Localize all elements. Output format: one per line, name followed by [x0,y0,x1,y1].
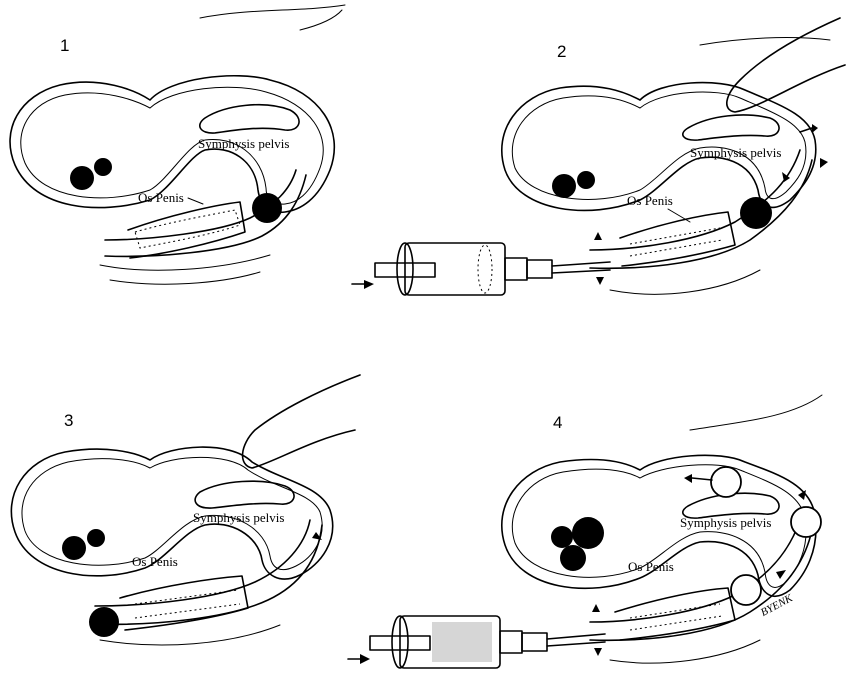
symphysis-pelvis-label: Symphysis pelvis [198,136,289,151]
os-penis-label: Os Penis [138,190,184,205]
panel-1-number: 1 [60,36,69,55]
calculus [87,529,105,547]
flow-arrow-head [812,124,818,133]
symphysis-pelvis-bone [683,115,779,140]
penile-sheath [120,576,248,630]
syringe-hub [500,631,522,653]
syringe-hub [505,258,527,280]
syringe-plunger [478,245,492,293]
flow-arrow-head [776,570,786,579]
urethral-calculus [740,197,772,229]
os-penis-label: Os Penis [132,554,178,569]
urethra [590,160,812,268]
panel-2: 2 Symphysis pelvis Os Penis [352,18,845,295]
symphysis-pelvis-label: Symphysis pelvis [193,510,284,525]
skin-line [690,395,822,430]
os-penis-label: Os Penis [628,559,674,574]
skin-fold [100,625,280,645]
moving-calculus [711,467,741,497]
finger [243,375,360,468]
os-penis-label: Os Penis [627,193,673,208]
pressure-arrow [596,277,604,285]
skin-fold [610,640,760,663]
skin-fold [610,270,760,294]
calculus [552,174,576,198]
skin-line [200,5,345,18]
urethra [95,525,322,624]
calculus [572,517,604,549]
symphysis-pelvis-label: Symphysis pelvis [680,515,771,530]
urethral-calculus [252,193,282,223]
urethral-calculus [89,607,119,637]
syringe [352,243,610,295]
calculus [70,166,94,190]
panel-2-number: 2 [557,42,566,61]
flow-arrow [800,128,812,132]
catheter [630,240,722,256]
moving-calculus [791,507,821,537]
skin-fold [100,255,270,270]
pressure-arrow [592,604,600,612]
syringe-hub [522,633,547,651]
calculus [551,526,573,548]
finger [727,18,845,112]
calculus [577,171,595,189]
urethra [590,530,812,640]
panel-4: 4 Symphysis pelvis Os Penis [348,395,822,668]
syringe-fluid [432,622,492,662]
moving-calculus [731,575,761,605]
panel-3: 3 Symphysis pelvis Os Penis [11,375,360,645]
panel-4-number: 4 [553,413,562,432]
panel-1: 1 Symphysis pelvis Os Penis [10,5,345,284]
pressure-arrow [594,648,602,656]
urethra [590,150,800,250]
flow-arrow-head [684,474,692,483]
skin-fold [110,272,260,284]
calculus [62,536,86,560]
symphysis-pelvis-label: Symphysis pelvis [690,145,781,160]
calculus [94,158,112,176]
syringe [348,616,605,668]
skin-line [300,10,342,30]
flow-arrow [692,478,712,480]
symphysis-pelvis-bone [200,105,299,133]
penile-sheath [620,212,735,266]
penile-sheath [128,202,245,258]
skin-line [700,38,830,45]
label-arrow [188,198,203,204]
panel-3-number: 3 [64,411,73,430]
syringe-hub [527,260,552,278]
calculus [560,545,586,571]
pressure-arrow [594,232,602,240]
os-penis [135,210,240,248]
flow-arrow-head [820,158,828,168]
